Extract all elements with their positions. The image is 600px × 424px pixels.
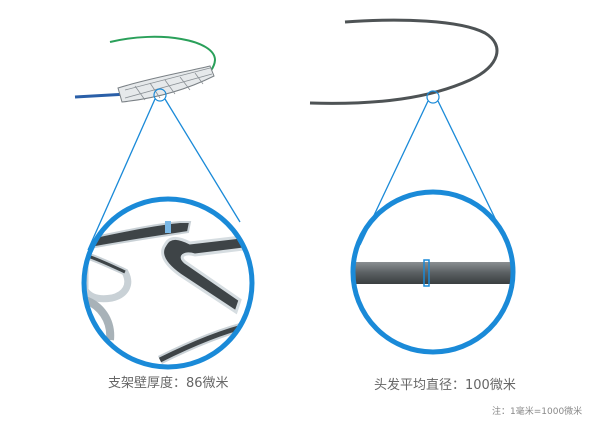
hair-diameter-caption: 头发平均直径：100微米 [374, 378, 516, 393]
stent-strut-closeup [85, 221, 251, 365]
unit-note: 注：1毫米=1000微米 [492, 407, 583, 417]
stent-magnifier-circle [81, 196, 255, 370]
stent-catheter [74, 35, 217, 103]
hair-strand [309, 18, 499, 105]
hair-closeup [355, 259, 511, 287]
hair-zoom-marker [426, 90, 440, 104]
stent-zoom-marker [153, 88, 167, 102]
hair-magnifier-circle [350, 189, 516, 355]
stent-thickness-caption: 支架壁厚度：86微米 [108, 376, 229, 391]
